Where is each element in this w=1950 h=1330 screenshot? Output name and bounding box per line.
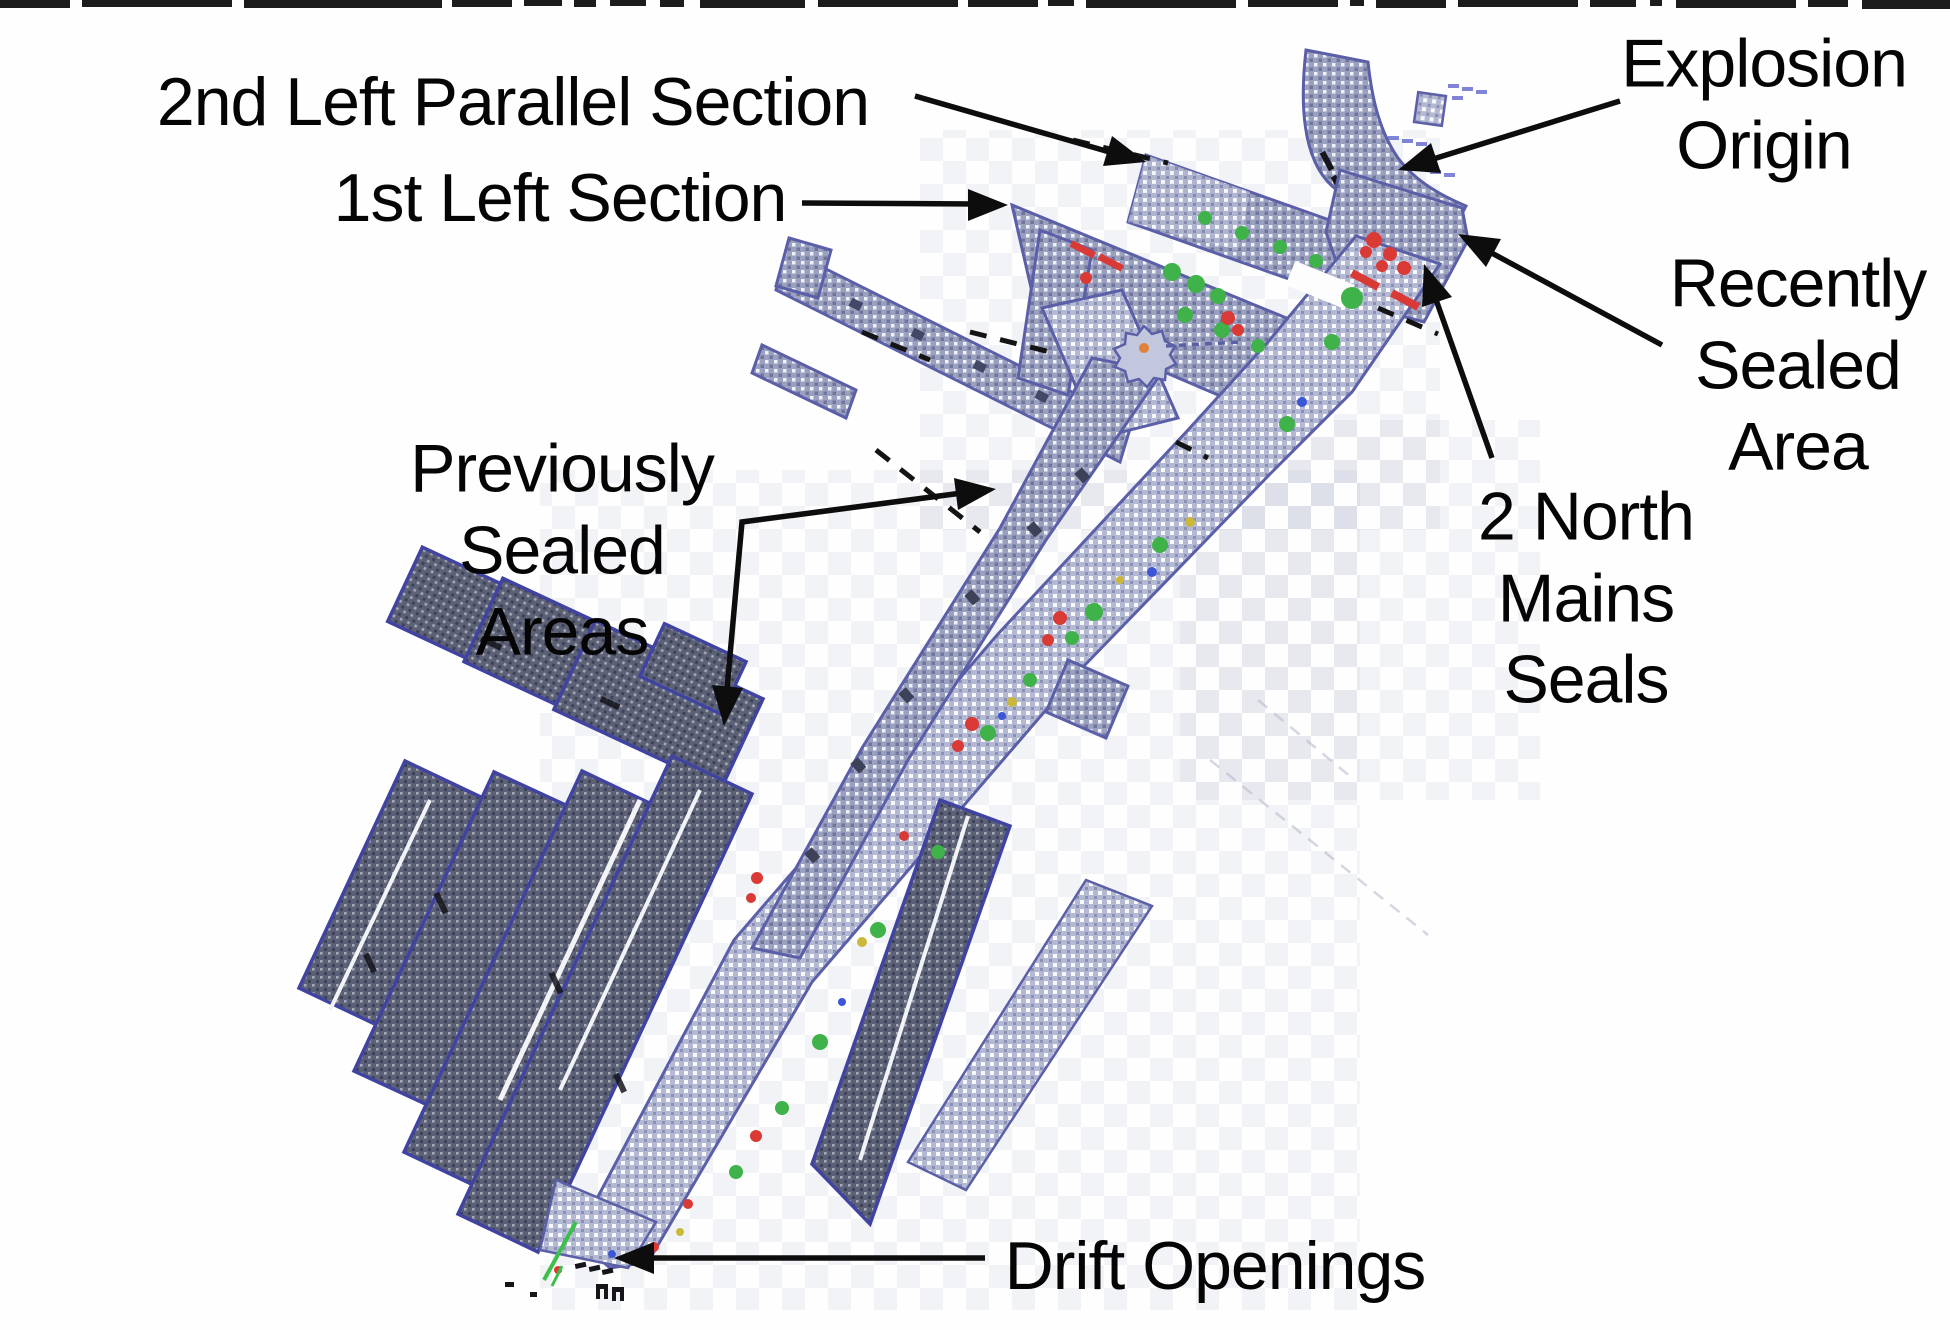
sealed-cluster-black-marks xyxy=(363,635,627,1094)
top-edge-bar xyxy=(0,0,1950,9)
label-drift-openings: Drift Openings xyxy=(1004,1228,1427,1305)
middle-t-workings xyxy=(750,236,1134,465)
arrow-drift-openings xyxy=(614,1242,985,1274)
label-2-north-mains-seals: 2 North Mains Seals xyxy=(1478,478,1695,718)
left-parallel-return-band xyxy=(749,356,1165,960)
arrow-previously-sealed xyxy=(712,478,996,726)
portal-spread-workings xyxy=(538,1178,658,1270)
label-recently-sealed-area: Recently Sealed Area xyxy=(1669,245,1928,485)
green-marks xyxy=(729,211,1363,1179)
yellow-marks xyxy=(676,517,1195,1236)
t-up-stub xyxy=(774,236,833,300)
red-marks xyxy=(554,232,1421,1274)
label-explosion-origin: Explosion Origin xyxy=(1621,25,1908,183)
mains-right-stub xyxy=(1044,658,1130,740)
label-second-left-parallel-section: 2nd Left Parallel Section xyxy=(156,64,870,141)
sealed-panel-gap-lines xyxy=(328,789,702,1102)
blue-marks xyxy=(608,397,1307,1258)
arrow-north-mains-seals xyxy=(1422,264,1495,459)
arrow-explosion-origin xyxy=(1398,98,1621,173)
t-down-stub xyxy=(750,342,858,421)
label-first-left-section: 1st Left Section xyxy=(333,160,788,237)
previously-sealed-panels xyxy=(296,753,755,1255)
fan-symbol xyxy=(1112,324,1241,389)
label-previously-sealed-areas: Previously Sealed Areas xyxy=(410,430,715,670)
far-right-light-band xyxy=(906,878,1154,1192)
arrow-recently-sealed xyxy=(1458,234,1664,348)
drift-portal-marks xyxy=(505,1221,624,1301)
return-band-dark-squares xyxy=(804,467,1091,864)
annotation-arrows xyxy=(614,93,1664,1274)
arrow-second-left-parallel xyxy=(914,93,1146,166)
arrow-first-left xyxy=(801,189,1008,221)
right-dark-band xyxy=(809,797,1013,1228)
